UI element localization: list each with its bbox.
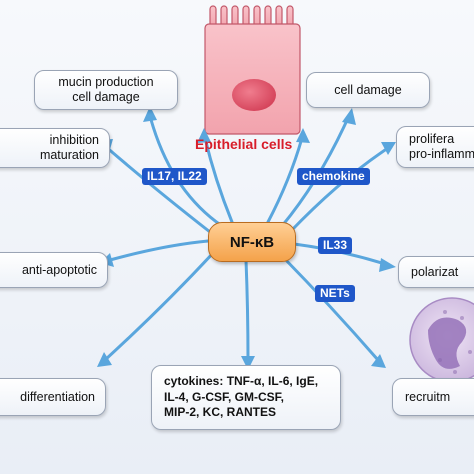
mucin-line-2: cell damage [72, 90, 140, 104]
cytokines-line-1: cytokines: TNF-α, IL-6, IgE, [164, 374, 319, 389]
cell-damage-label: cell damage [334, 82, 402, 97]
tag-il33: IL33 [318, 237, 353, 254]
anti-apoptotic-label: anti-apoptotic [21, 262, 97, 277]
polarization-label: polarizat [411, 264, 459, 279]
box-proliferation: prolifera pro-inflamm [396, 126, 474, 168]
arrow-lines [103, 114, 390, 362]
prolifera-line-1: prolifera [409, 132, 455, 146]
recruitment-label: recruitm [405, 389, 451, 404]
box-recruitment: recruitm [392, 378, 474, 416]
tag-nets: NETs [315, 285, 355, 302]
inhibition-line-1: inhibition [49, 133, 99, 147]
box-anti-apoptotic: anti-apoptotic [0, 252, 108, 288]
box-cell-damage: cell damage [306, 72, 430, 108]
box-polarization: polarizat [398, 256, 474, 288]
epithelial-cells-label: Epithelial cells [195, 136, 293, 152]
epithelial-cell-icon [204, 5, 301, 135]
nf-kb-node: NF-κB [208, 222, 296, 262]
differentiation-label: differentiation [20, 389, 95, 404]
box-inhibition-maturation: inhibition maturation [0, 128, 110, 168]
inhibition-line-2: maturation [39, 148, 99, 162]
tag-il17-il22: IL17, IL22 [142, 168, 207, 185]
box-cytokines: cytokines: TNF-α, IL-6, IgE, IL-4, G-CSF… [151, 365, 341, 430]
mucin-line-1: mucin production [58, 75, 154, 89]
box-mucin-production: mucin production cell damage [34, 70, 178, 110]
box-differentiation: differentiation [0, 378, 106, 416]
neutrophil-icon [409, 297, 474, 383]
tag-chemokine: chemokine [297, 168, 370, 185]
prolifera-line-2: pro-inflamm [409, 147, 474, 161]
cytokines-line-2: IL-4, G-CSF, GM-CSF, [164, 389, 284, 404]
cytokines-line-3: MIP-2, KC, RANTES [164, 405, 277, 420]
nucleus-icon [232, 79, 276, 111]
